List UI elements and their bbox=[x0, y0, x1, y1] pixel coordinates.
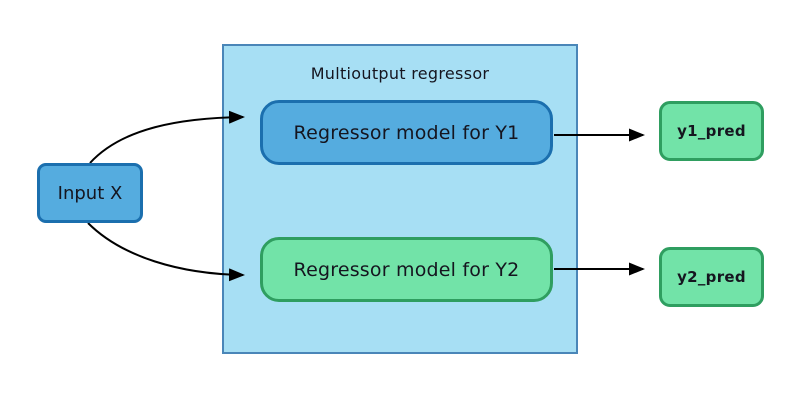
arrow-input-to-regressor1 bbox=[89, 110, 245, 164]
regressor-y2-node: Regressor model for Y2 bbox=[260, 237, 553, 302]
regressor-y1-node: Regressor model for Y1 bbox=[260, 100, 553, 165]
input-x-node: Input X bbox=[37, 163, 143, 223]
container-title: Multioutput regressor bbox=[310, 64, 490, 83]
y2-pred-node: y2_pred bbox=[659, 247, 764, 307]
multioutput-regressor-container: Multioutput regressor bbox=[222, 44, 578, 354]
arrow-input-to-regressor2 bbox=[87, 222, 245, 282]
y1-pred-node: y1_pred bbox=[659, 101, 764, 161]
